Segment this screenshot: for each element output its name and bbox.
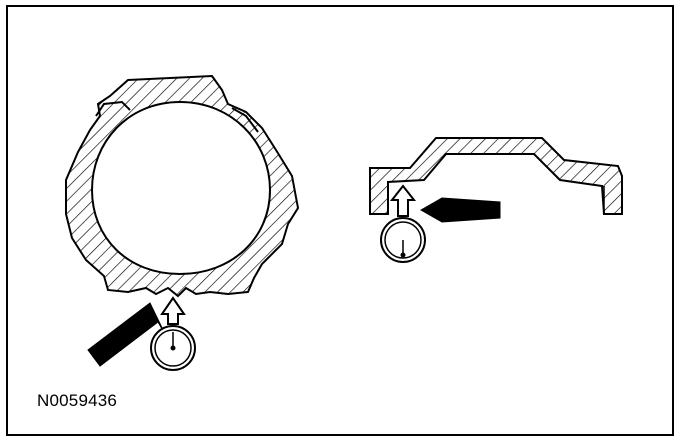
round-section	[65, 74, 300, 298]
channel-section-wall	[369, 137, 623, 215]
figure-id-label: N0059436	[37, 391, 118, 410]
round-section-notch-left	[95, 100, 131, 117]
diagram-frame	[6, 5, 674, 436]
channel-section	[369, 137, 623, 215]
gauge-dial-icon-right	[380, 217, 426, 263]
gauge-dial-icon-left	[150, 325, 196, 371]
hollow-arrow-icon-left	[160, 296, 186, 325]
round-section-notch-right	[231, 107, 259, 133]
round-section-wall	[65, 74, 300, 298]
pointer-arrow-icon-right	[419, 197, 501, 223]
hollow-arrow-icon-right	[389, 184, 417, 217]
